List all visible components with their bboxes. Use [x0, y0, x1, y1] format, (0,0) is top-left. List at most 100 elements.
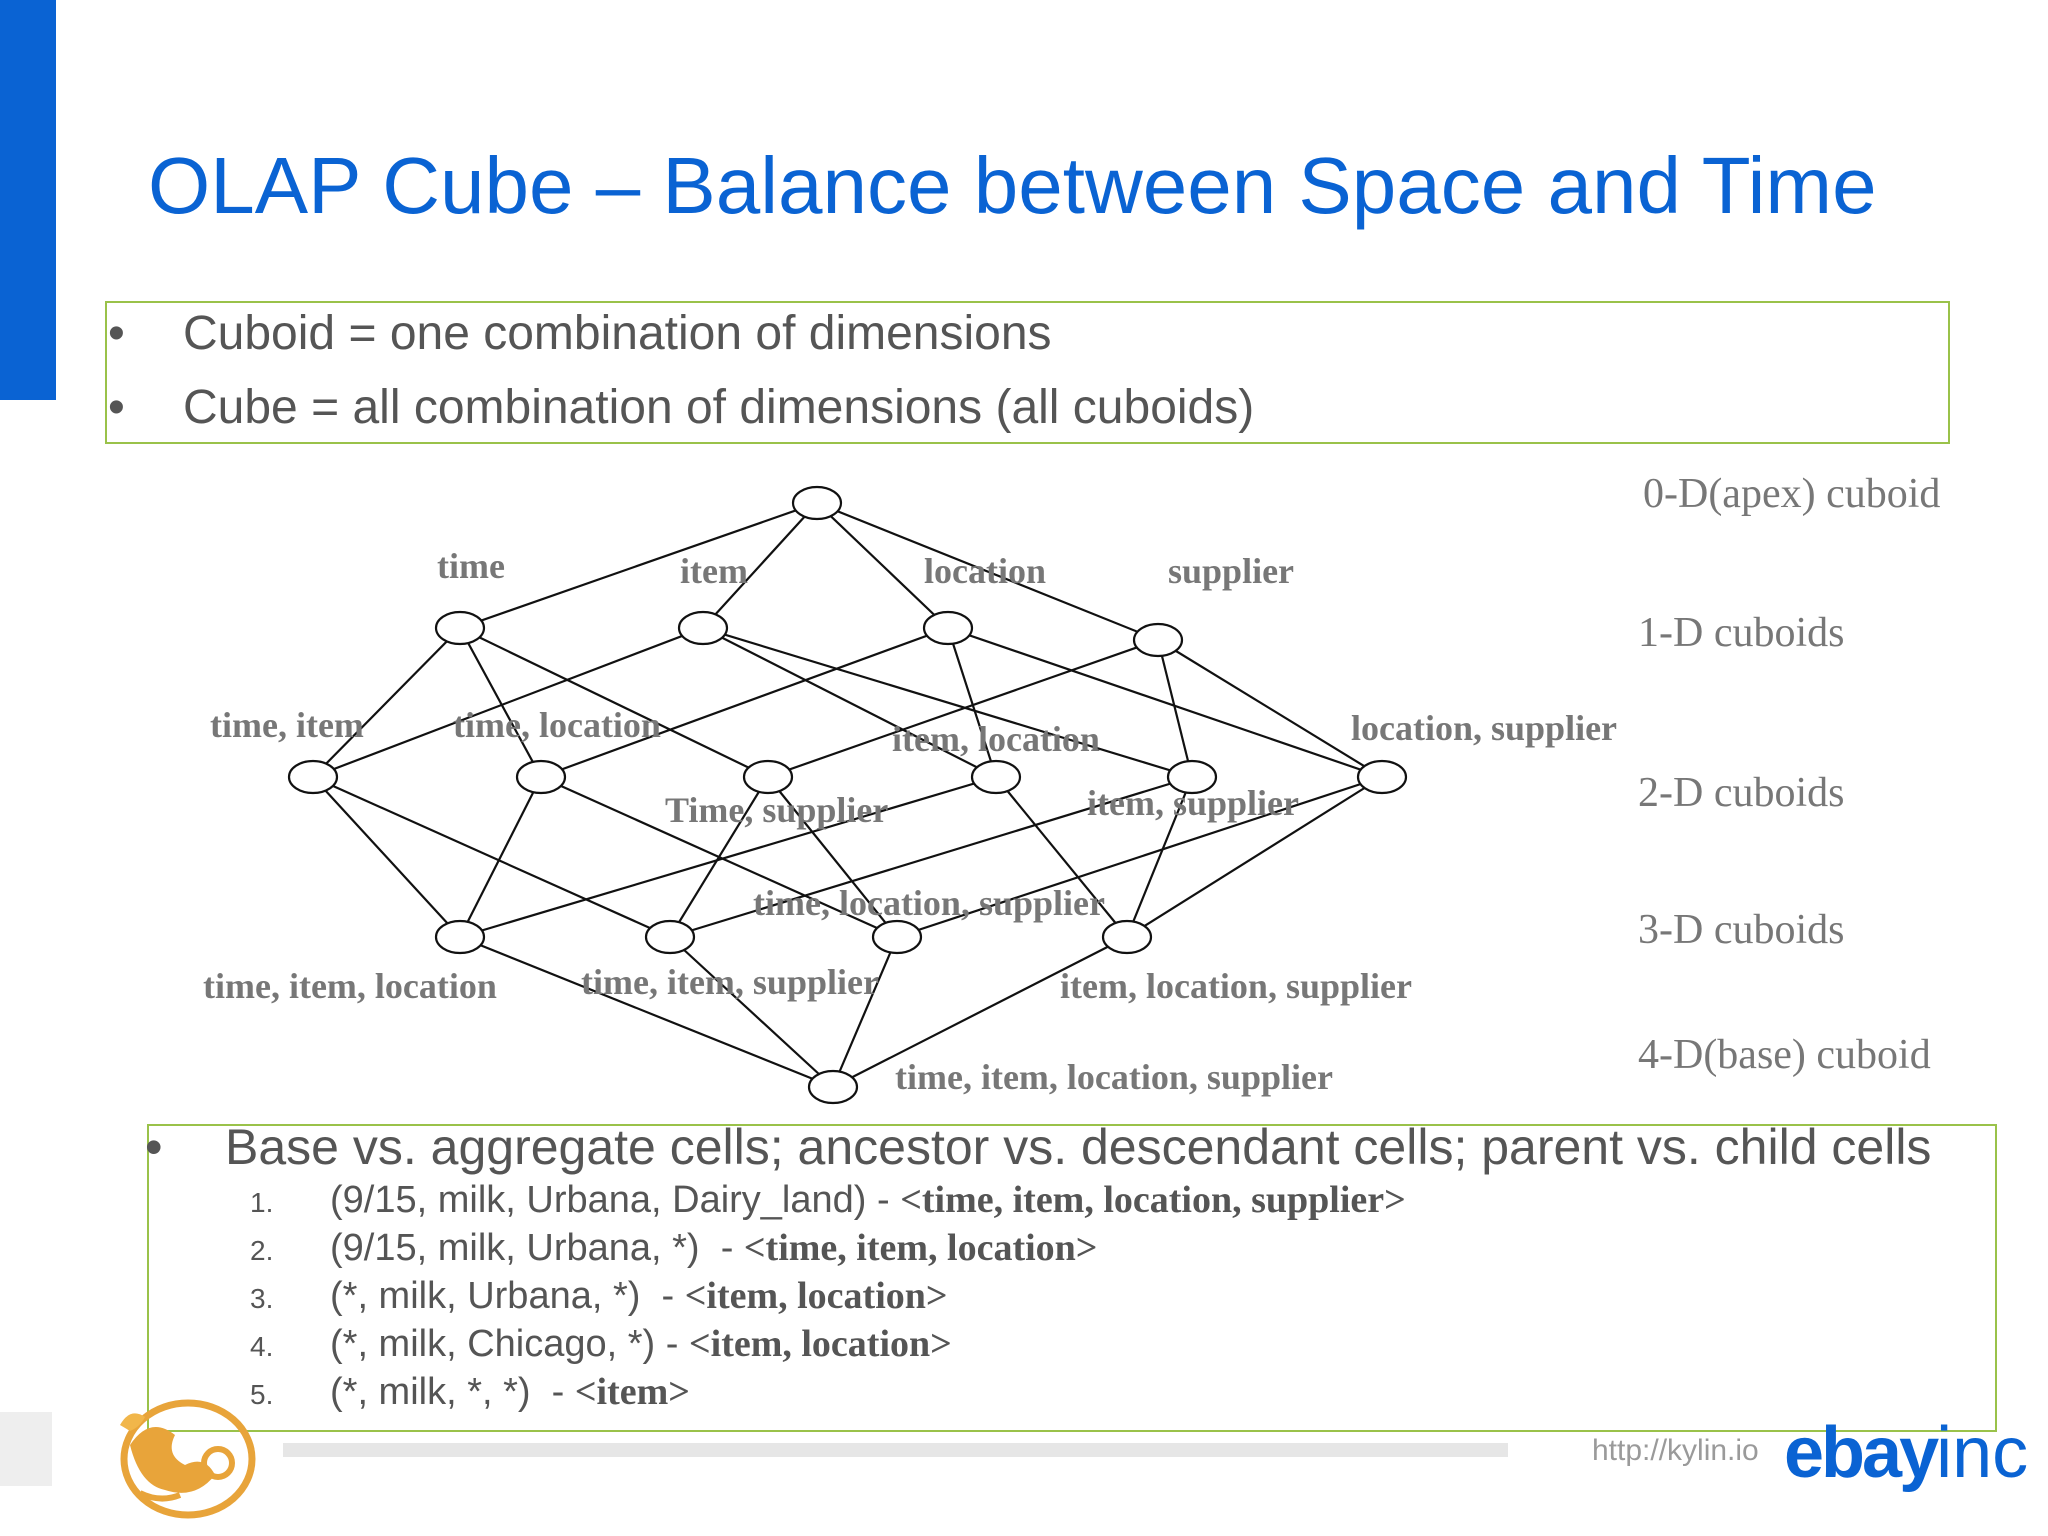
label-4d-base: time, item, location, supplier	[895, 1057, 1333, 1097]
level-2d: 2-D cuboids	[1638, 770, 1844, 816]
edge	[816, 501, 1159, 642]
label-2d-time-location: time, location	[453, 705, 661, 745]
example-2: 2.(9/15, milk, Urbana, *) - <time, item,…	[250, 1226, 1097, 1270]
label-3d-item-location-supplier: item, location, supplier	[1060, 966, 1412, 1006]
edge	[1157, 639, 1383, 778]
edge	[1126, 776, 1383, 938]
edge	[669, 936, 834, 1088]
node-2d	[1166, 759, 1218, 795]
level-3d: 3-D cuboids	[1638, 907, 1844, 953]
label-3d-time-item-location: time, item, location	[203, 966, 497, 1006]
example-cell: (9/15, milk, Urbana, Dairy_land)	[330, 1179, 867, 1221]
example-cell: (*, milk, *, *)	[330, 1371, 531, 1413]
node-1d	[434, 610, 486, 646]
example-cell: (*, milk, Urbana, *)	[330, 1275, 641, 1317]
node-1d	[677, 610, 729, 646]
edge	[669, 775, 1193, 939]
node-2d	[1356, 759, 1408, 795]
label-1d-item: item	[680, 551, 748, 591]
node-3d	[871, 919, 923, 955]
bullet-text: Cuboid = one combination of dimensions	[183, 307, 1052, 360]
label-1d-supplier: supplier	[1168, 551, 1294, 591]
node-3d	[1101, 919, 1153, 955]
example-cell: (*, milk, Chicago, *)	[330, 1323, 656, 1365]
footer-divider	[283, 1443, 1508, 1457]
label-2d-item-supplier: item, supplier	[1087, 783, 1299, 823]
example-sep: -	[640, 1275, 685, 1317]
edge	[459, 627, 542, 778]
node-apex	[791, 485, 843, 521]
edge	[459, 935, 834, 1089]
label-1d-location: location	[924, 551, 1046, 591]
bullet-marker: •	[108, 381, 125, 434]
bullet-text: Cube = all combination of dimensions (al…	[183, 381, 1255, 434]
node-2d	[515, 759, 567, 795]
example-3: 3. (*, milk, Urbana, *) - <item, location…	[250, 1274, 948, 1318]
example-number: 4.	[250, 1331, 274, 1362]
edge	[767, 776, 898, 938]
brand-suffix: inc	[1936, 1413, 2029, 1493]
example-number: 5.	[250, 1379, 274, 1410]
edge	[1125, 776, 1194, 938]
node-base	[807, 1069, 859, 1105]
kylin-logo-icon	[120, 1399, 256, 1519]
example-cuboid: <time, item, location, supplier>	[900, 1179, 1406, 1221]
example-cell: (9/15, milk, Urbana, *)	[330, 1227, 700, 1269]
edge	[702, 502, 818, 629]
edge	[669, 776, 769, 938]
edge	[702, 626, 1193, 779]
example-cuboid: <item>	[574, 1371, 690, 1413]
label-3d-time-item-supplier: time, item, supplier	[581, 962, 879, 1002]
footer-corner-block	[0, 1412, 52, 1486]
example-number: 3.	[250, 1283, 274, 1314]
ebay-inc-logo: ebayinc	[1784, 1412, 2028, 1494]
node-2d	[287, 759, 339, 795]
edge	[540, 626, 949, 779]
footer-url-link[interactable]: http://kylin.io	[1592, 1434, 1759, 1467]
node-2d	[742, 759, 794, 795]
slide-title: OLAP Cube – Balance between Space and Ti…	[148, 141, 1877, 230]
lattice-edges	[312, 501, 1383, 1089]
label-2d-time-supplier: Time, supplier	[665, 790, 888, 830]
edge	[312, 776, 461, 938]
node-3d	[644, 919, 696, 955]
node-3d	[434, 919, 486, 955]
label-1d-time: time	[437, 546, 505, 586]
label-2d-location-supplier: location, supplier	[1351, 708, 1617, 748]
label-2d-time-item: time, item	[210, 705, 364, 745]
node-labels: time item location supplier time, item t…	[203, 546, 1617, 1097]
example-1: 1.(9/15, milk, Urbana, Dairy_land) - <ti…	[250, 1178, 1406, 1222]
edge	[312, 775, 671, 939]
edge	[767, 638, 1159, 779]
edge	[312, 626, 704, 779]
label-3d-time-location-supplier: time, location, supplier	[753, 883, 1105, 923]
example-sep: -	[699, 1227, 744, 1269]
level-4d: 4-D(base) cuboid	[1638, 1032, 1931, 1078]
edge	[312, 627, 461, 778]
example-4: 4. (*, milk, Chicago, *) - <item, locatio…	[250, 1322, 952, 1366]
cells-box	[147, 1124, 1997, 1432]
edge	[459, 776, 542, 938]
level-labels: 0-D(apex) cuboid 1-D cuboids 2-D cuboids…	[1638, 471, 1940, 1078]
edge	[459, 775, 997, 939]
example-sep: -	[866, 1179, 901, 1221]
edge	[459, 627, 769, 778]
bullet-text: Base vs. aggregate cells; ancestor vs. d…	[225, 1119, 1932, 1175]
brand-name: ebay	[1784, 1413, 1939, 1493]
example-cuboid: <item, location>	[684, 1275, 948, 1317]
label-2d-item-location: item, location	[892, 719, 1100, 759]
accent-bar	[0, 0, 56, 400]
edge	[702, 627, 997, 778]
example-sep: -	[530, 1371, 575, 1413]
node-1d	[922, 610, 974, 646]
node-1d	[1132, 622, 1184, 658]
node-2d	[970, 759, 1022, 795]
edge	[946, 627, 998, 778]
edge	[947, 626, 1383, 779]
edge	[816, 502, 949, 629]
level-0d: 0-D(apex) cuboid	[1643, 471, 1940, 517]
example-cuboid: <item, location>	[688, 1323, 952, 1365]
edge	[832, 936, 1128, 1088]
example-sep: -	[655, 1323, 689, 1365]
